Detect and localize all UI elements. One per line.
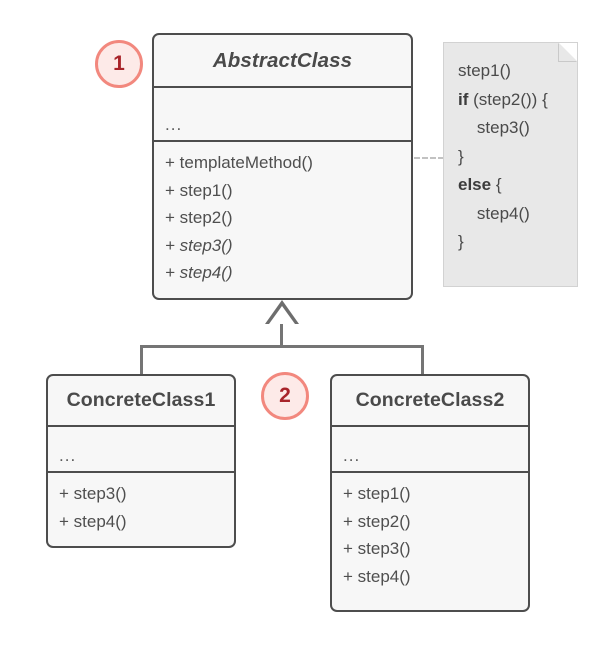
attributes-placeholder: ...	[165, 115, 183, 134]
generalization-bus-horizontal	[140, 345, 424, 348]
generalization-drop-right	[421, 345, 424, 376]
note-fold-corner-icon	[559, 43, 577, 61]
operations-compartment-concreteclass2: + step1() + step2() + step3() + step4()	[332, 473, 528, 609]
note-fold-edge-icon	[558, 43, 577, 62]
class-box-concreteclass2[interactable]: ConcreteClass2 ... + step1() + step2() +…	[330, 374, 530, 612]
operation-item: + step3()	[165, 235, 233, 255]
generalization-arrow-triangle-fill	[268, 305, 295, 324]
note-line: }	[458, 232, 464, 251]
attributes-compartment-concreteclass1: ...	[48, 427, 234, 473]
class-title-abstractclass: AbstractClass	[154, 35, 411, 88]
note-anchor-line	[414, 157, 444, 159]
generalization-stem-vertical	[280, 323, 283, 347]
attributes-compartment-abstractclass: ...	[154, 88, 411, 142]
operation-item: + step2()	[165, 208, 233, 227]
operations-compartment-abstractclass: + templateMethod() + step1() + step2() +…	[154, 142, 411, 297]
attributes-compartment-concreteclass2: ...	[332, 427, 528, 473]
operation-item: + step4()	[165, 263, 233, 282]
operation-item: + step2()	[343, 511, 411, 531]
code-note: step1() if (step2()) { step3() } else { …	[443, 42, 578, 287]
operations-compartment-concreteclass1: + step3() + step4()	[48, 473, 234, 545]
callout-badge-1[interactable]: 1	[95, 40, 143, 88]
operation-item: + step1()	[165, 180, 233, 200]
note-line: step4()	[458, 203, 530, 223]
note-line: step1()	[458, 61, 511, 80]
class-box-concreteclass1[interactable]: ConcreteClass1 ... + step3() + step4()	[46, 374, 236, 548]
attributes-placeholder: ...	[343, 446, 361, 465]
note-line: }	[458, 146, 464, 166]
note-body: step1() if (step2()) { step3() } else { …	[444, 43, 577, 257]
operation-item: + step4()	[59, 511, 127, 531]
callout-badge-2[interactable]: 2	[261, 372, 309, 420]
attributes-placeholder: ...	[59, 446, 77, 465]
class-title-concreteclass1: ConcreteClass1	[48, 376, 234, 427]
operation-item: + step3()	[59, 484, 127, 503]
note-line: else {	[458, 175, 502, 194]
class-box-abstractclass[interactable]: AbstractClass ... + templateMethod() + s…	[152, 33, 413, 300]
note-line: step3()	[458, 118, 530, 137]
operation-item: + templateMethod()	[165, 153, 313, 172]
class-title-concreteclass2: ConcreteClass2	[332, 376, 528, 427]
operation-item: + step1()	[343, 484, 411, 503]
note-line: if (step2()) {	[458, 89, 548, 109]
operation-item: + step4()	[343, 566, 411, 586]
operation-item: + step3()	[343, 539, 411, 558]
generalization-drop-left	[140, 345, 143, 376]
